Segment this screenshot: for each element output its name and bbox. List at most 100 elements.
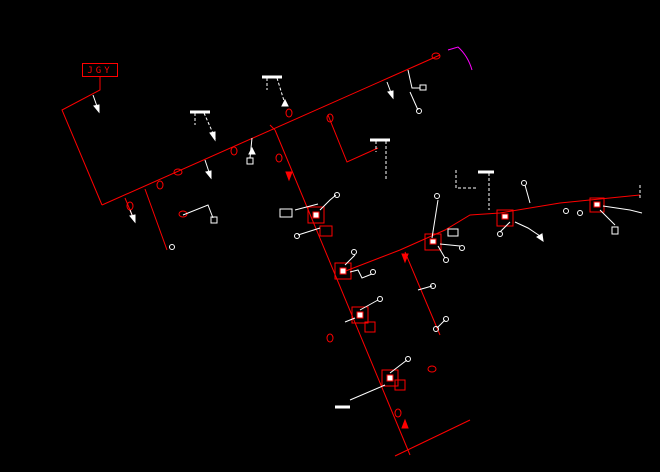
- valve: [275, 153, 283, 163]
- fixture-stem: [436, 319, 446, 329]
- outlet: [294, 233, 300, 239]
- flow-arrow: [387, 90, 394, 100]
- fixture-node: [589, 197, 605, 213]
- main-pipe: [101, 54, 441, 206]
- fixture-stem: [389, 359, 408, 374]
- outlet: [416, 108, 422, 114]
- outlet: [433, 326, 439, 332]
- cleanout: [447, 228, 459, 237]
- fixture-node: [501, 213, 509, 220]
- valve: [326, 333, 334, 343]
- fixture-node: [319, 225, 333, 237]
- flow-arrow: [536, 233, 544, 243]
- fixture-node: [351, 306, 369, 324]
- fixtures: [92, 69, 643, 409]
- fixture-nodes: [307, 197, 605, 391]
- fixture-node: [429, 238, 437, 245]
- outlet: [351, 249, 357, 255]
- valve: [173, 168, 183, 176]
- east-branch: [342, 194, 641, 273]
- outlet: [370, 269, 376, 275]
- fixture-stem: [602, 205, 643, 214]
- fixture-stem: [344, 254, 356, 266]
- valve: [326, 113, 334, 123]
- main-pipes: [61, 52, 641, 457]
- outlet: [443, 257, 449, 263]
- riser-pipe: [274, 129, 411, 456]
- outlet: [430, 283, 436, 289]
- fixture-stem: [182, 204, 214, 219]
- valve: [178, 210, 188, 218]
- outlet: [443, 316, 449, 322]
- west-branch-1: [144, 188, 168, 251]
- valve: [230, 146, 238, 156]
- flow-arrow: [285, 171, 293, 182]
- floor-drain: [419, 84, 427, 91]
- bottom-pipe: [394, 419, 471, 457]
- flow-arrow: [281, 98, 289, 107]
- north-branch: [327, 114, 379, 163]
- fixture-stem: [249, 137, 253, 159]
- fixture-node: [334, 262, 352, 280]
- flow-arrow: [205, 170, 212, 180]
- fixture-stem: [431, 199, 439, 239]
- outlet: [405, 356, 411, 362]
- outlet: [521, 180, 527, 186]
- valve: [285, 108, 293, 118]
- fixture-node: [593, 201, 601, 208]
- fixture-stem: [439, 243, 461, 247]
- valve: [156, 180, 164, 190]
- outlet: [434, 193, 440, 199]
- outlet: [377, 296, 383, 302]
- fixture-node: [364, 321, 376, 333]
- floor-drain: [210, 216, 218, 224]
- fixture-node: [381, 369, 399, 387]
- fixture-node: [307, 206, 325, 224]
- tag-leader: [61, 77, 103, 206]
- fixture-node: [386, 374, 394, 382]
- outlet: [577, 210, 583, 216]
- fixture-stem: [349, 384, 386, 401]
- valve: [431, 52, 441, 60]
- fixture-stem: [499, 221, 511, 233]
- fixture-node: [339, 267, 347, 275]
- valve: [394, 408, 402, 418]
- sub-branch: [404, 251, 441, 336]
- riser-top: [269, 124, 276, 131]
- fixture-stem: [349, 269, 373, 279]
- fixture-stem: [455, 170, 478, 189]
- fixture-stem: [437, 245, 446, 259]
- highlight-arc: [447, 46, 473, 71]
- flow-arrow: [248, 146, 256, 155]
- valve: [427, 365, 437, 373]
- fixture-stem: [297, 227, 321, 236]
- flow-arrow: [93, 104, 100, 114]
- flow-arrow: [209, 131, 216, 142]
- fixture-stem: [294, 203, 319, 211]
- cleanout: [279, 208, 293, 218]
- outlet: [563, 208, 569, 214]
- fixture-stem: [359, 299, 379, 311]
- flow-arrow: [129, 214, 136, 224]
- floor-drain: [611, 226, 619, 235]
- pipe-tag-label: JGY: [82, 63, 118, 77]
- flow-arrow: [401, 253, 409, 264]
- fixture-node: [496, 209, 514, 227]
- outlet: [459, 245, 465, 251]
- floor-drain: [246, 157, 254, 165]
- flow-arrow: [401, 418, 409, 429]
- fixture-stem: [319, 194, 337, 211]
- fixture-stem: [599, 209, 616, 226]
- fixture-stem: [276, 77, 286, 105]
- outlet: [169, 244, 175, 250]
- fixture-stem: [417, 285, 433, 291]
- fixture-stem: [407, 69, 420, 89]
- fixture-node: [394, 379, 406, 391]
- outlet: [497, 231, 503, 237]
- outlet: [334, 192, 340, 198]
- fixture-node: [312, 211, 320, 219]
- fixture-node: [356, 311, 364, 319]
- fixture-stem: [344, 317, 356, 323]
